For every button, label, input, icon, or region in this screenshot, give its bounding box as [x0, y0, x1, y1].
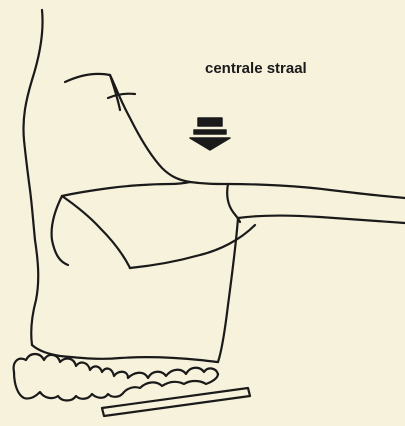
frontozygomatic-suture: [108, 94, 135, 98]
zygomaticomaxillary-suture: [62, 196, 130, 268]
zygomatic-arch-lower: [238, 216, 405, 223]
orbit-lateral-margin: [110, 75, 190, 182]
central-ray-label: centrale straal: [205, 60, 307, 77]
zygomatic-arch-upper: [190, 182, 405, 198]
maxilla-posterior-border: [218, 218, 238, 362]
alveolar-contour: [31, 240, 38, 345]
nasal-outline: [23, 10, 42, 240]
zygomatic-body-front: [62, 182, 190, 196]
central-ray-arrow-icon: [190, 118, 230, 150]
zygomaticotemporal-suture: [227, 184, 240, 222]
maxilla-anterior-edge: [52, 196, 68, 265]
